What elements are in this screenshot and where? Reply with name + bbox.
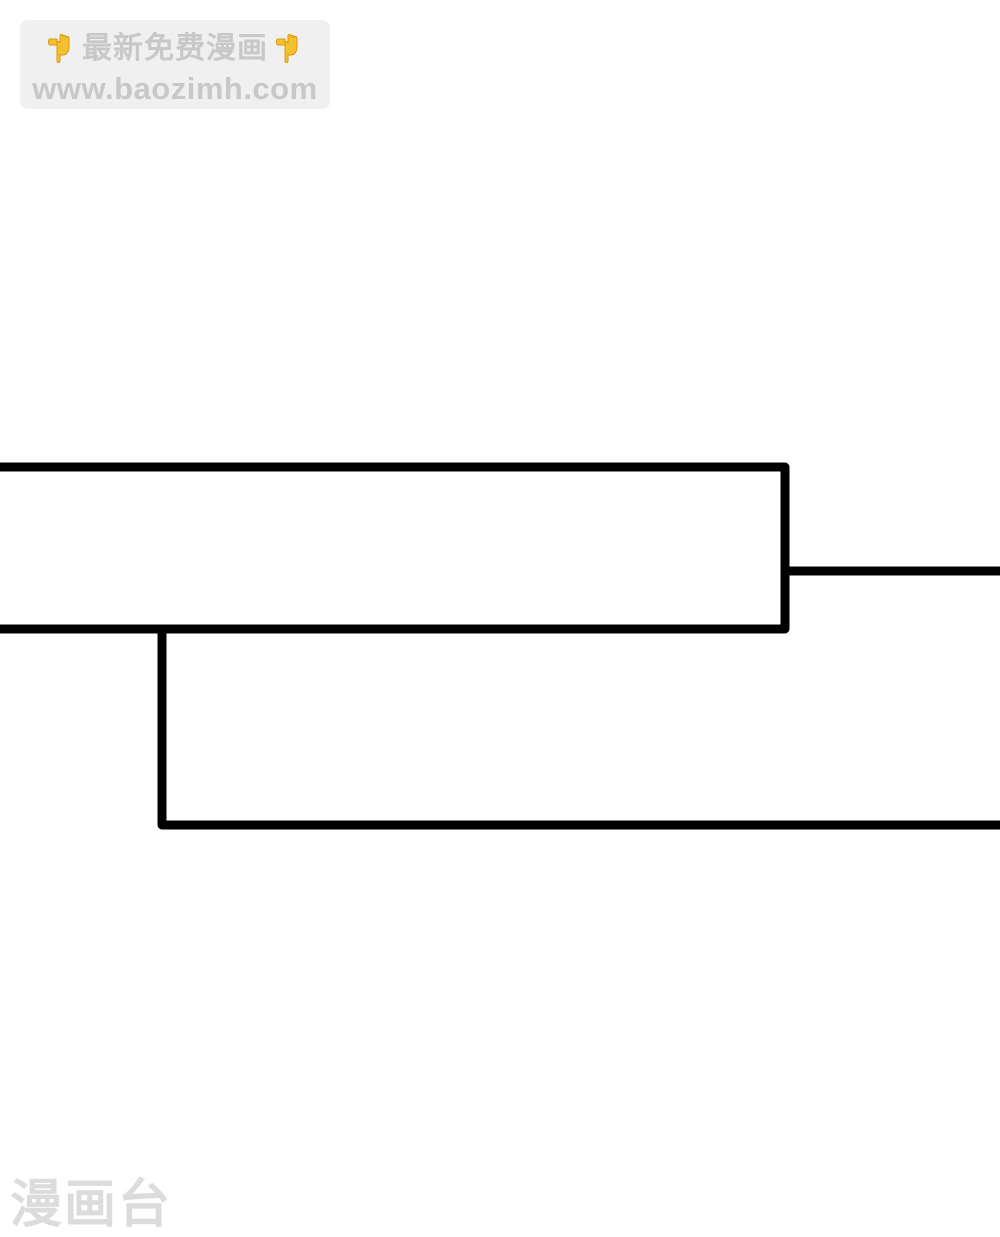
corner-watermark-logo: 漫画台 bbox=[10, 1175, 173, 1235]
upper-panel-frame bbox=[0, 462, 790, 634]
watermark-slogan: 最新免费漫画 bbox=[82, 30, 268, 66]
watermark-line-1: 最新免费漫画 bbox=[46, 23, 304, 67]
watermark-badge: 最新免费漫画 www.baozimh.com bbox=[20, 20, 330, 109]
pointing-down-hand-icon bbox=[274, 27, 304, 63]
pointing-down-hand-icon bbox=[46, 27, 76, 63]
lower-panel-frame bbox=[157, 629, 1000, 830]
watermark-url: www.baozimh.com bbox=[32, 70, 318, 106]
